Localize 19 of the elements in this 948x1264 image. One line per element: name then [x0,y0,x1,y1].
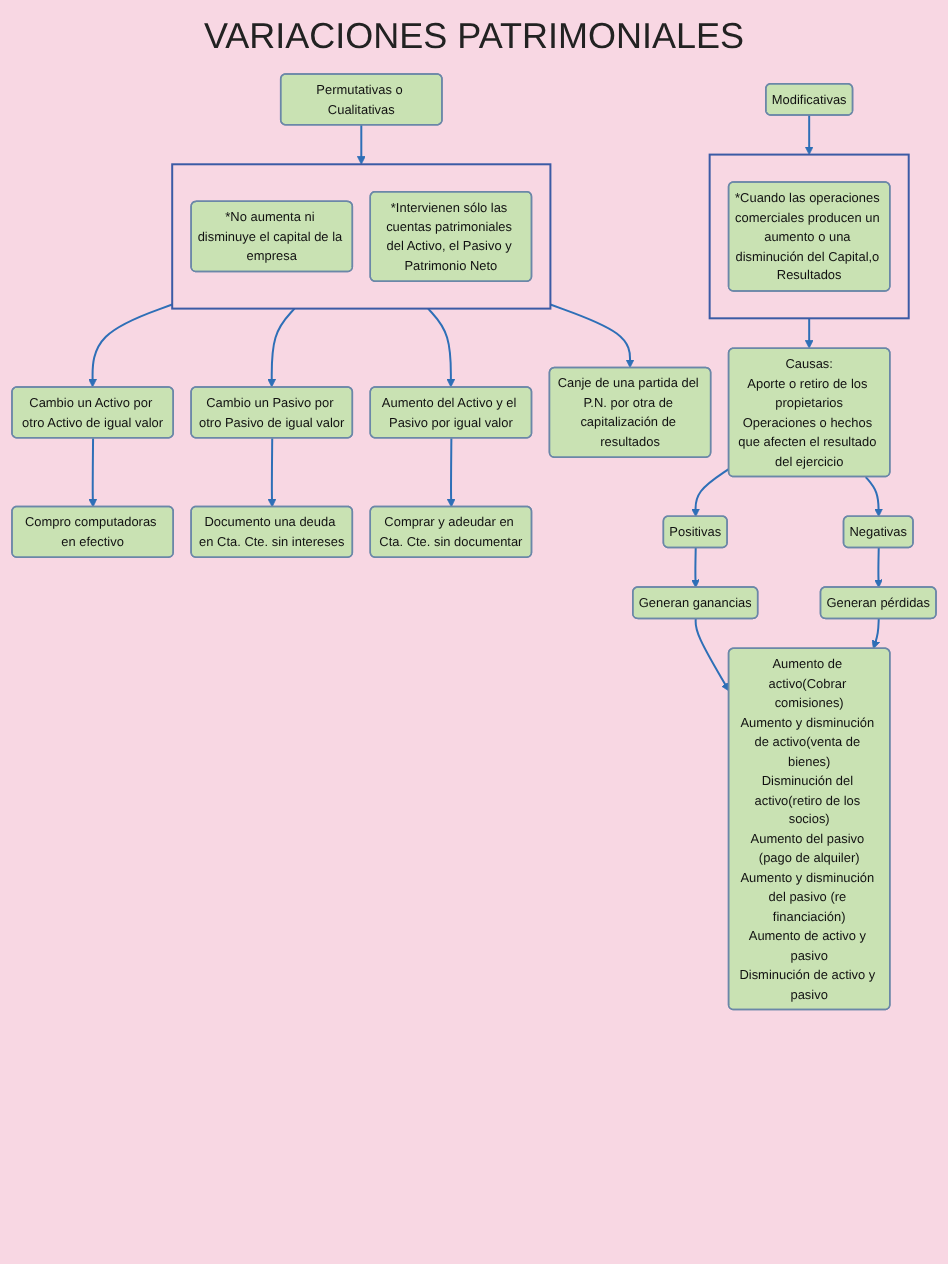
cluster [708,153,910,320]
arrow [267,307,296,388]
arrow [356,123,366,165]
arrow [691,546,700,588]
arrow [549,303,635,368]
arrow [446,437,456,508]
arrow [88,303,174,388]
arrow [267,437,277,508]
arrow [88,437,98,508]
diagram-title: VARIACIONES PATRIMONIALES [201,16,747,58]
arrow [804,317,814,349]
arrow [691,467,731,517]
arrow [694,617,730,692]
cluster [171,163,552,310]
arrow [864,476,883,517]
arrow [427,307,456,388]
arrow [874,546,883,588]
arrow [804,114,814,155]
arrow [871,617,880,650]
